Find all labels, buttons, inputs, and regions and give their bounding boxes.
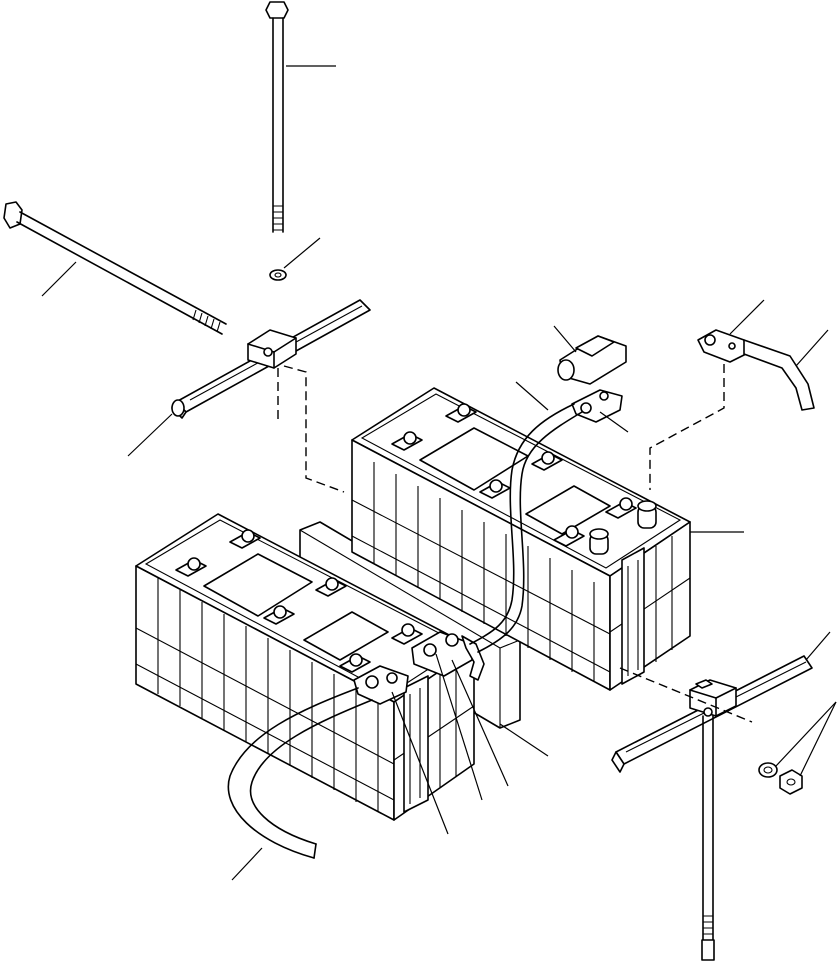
assembly-centerline-lower [619,667,753,723]
negative-cable [227,687,373,859]
positive-terminal-clamp [571,389,623,423]
vent-caps-front [175,529,423,673]
callout-leader-lines [41,65,837,881]
battery-terminals-rear [589,500,657,555]
vent-caps-rear [391,403,637,547]
positive-cable [469,403,583,653]
negative-terminal-clamp [697,329,815,411]
washer-and-nut [758,762,803,795]
assembly-centerline-ground [649,364,725,490]
hold-down-bolt-top [265,1,289,281]
upper-clamp-bar [171,299,371,424]
battery-front [135,513,475,821]
assembly-centerline-upper [283,365,345,493]
long-tie-bolt-left [3,201,227,335]
lower-clamp-bar [611,655,813,961]
terminal-cover-cap [557,335,627,385]
inter-battery-connector [353,631,485,705]
